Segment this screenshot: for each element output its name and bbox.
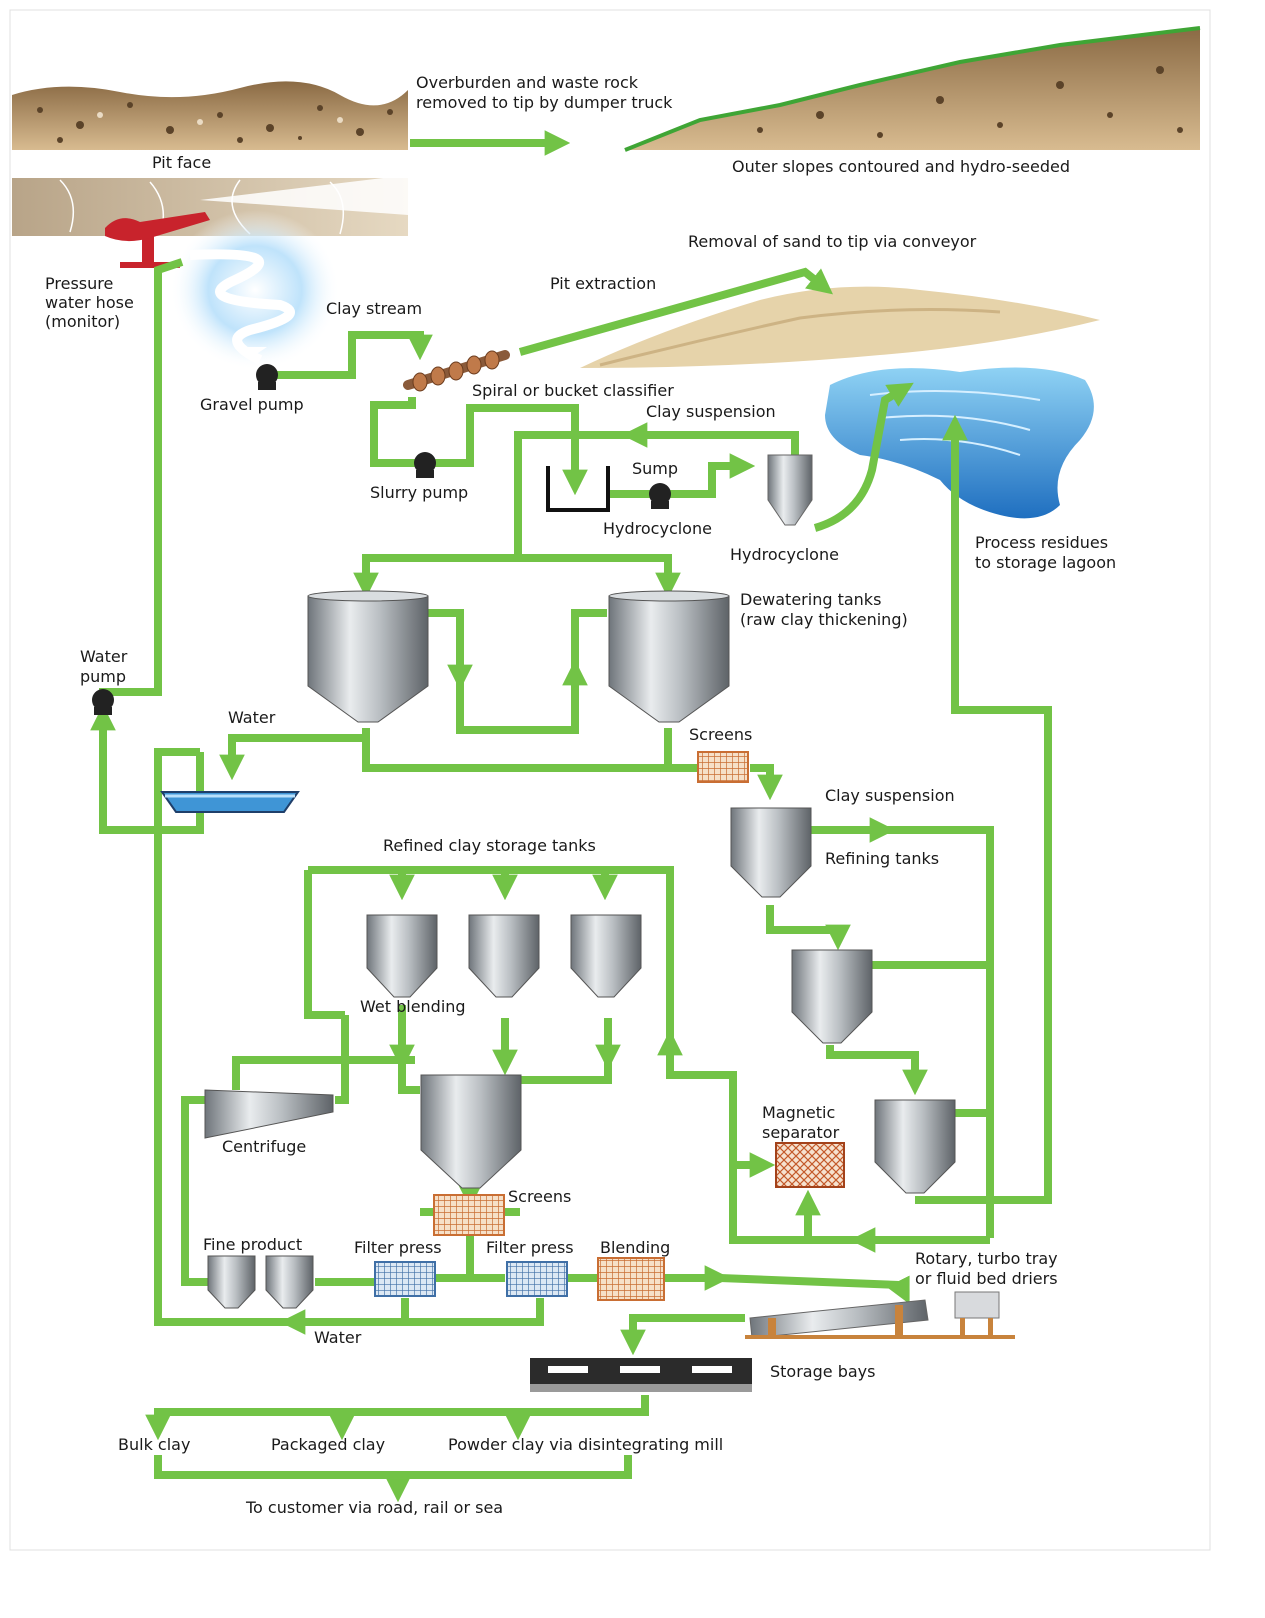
label-bulk-clay: Bulk clay <box>118 1435 190 1454</box>
label-driers-1: Rotary, turbo tray <box>915 1249 1058 1268</box>
filter-press-1-icon <box>374 1261 436 1297</box>
label-hydrocyclone-2: Hydrocyclone <box>730 545 839 564</box>
refining-tank-3 <box>874 1099 956 1194</box>
label-refined-storage: Refined clay storage tanks <box>383 836 596 855</box>
label-water-pump-1: Water <box>80 647 128 666</box>
label-refining-tanks: Refining tanks <box>825 849 939 868</box>
label-driers-2: or fluid bed driers <box>915 1269 1058 1288</box>
label-clay-suspension-top: Clay suspension <box>646 402 776 421</box>
refining-tank-1 <box>730 807 812 898</box>
label-storage-bays: Storage bays <box>770 1362 875 1381</box>
screens-top-icon <box>697 751 749 783</box>
label-dewatering-2: (raw clay thickening) <box>740 610 908 629</box>
label-filter-press-1: Filter press <box>354 1238 442 1257</box>
water-pump-icon <box>92 689 114 715</box>
label-pressure-hose-1: Pressure <box>45 274 113 293</box>
label-gravel-pump: Gravel pump <box>200 395 304 414</box>
label-pit-face: Pit face <box>152 153 211 172</box>
label-pit-extraction: Pit extraction <box>550 274 656 293</box>
dewatering-tank-right <box>608 590 730 723</box>
label-screens-top: Screens <box>689 725 752 744</box>
dewatering-tank-left <box>307 590 429 723</box>
label-overburden-2: removed to tip by dumper truck <box>416 93 673 112</box>
label-magnetic-separator-2: separator <box>762 1123 840 1142</box>
label-sump: Sump <box>632 459 678 478</box>
storage-bays-icon <box>530 1358 752 1392</box>
label-centrifuge: Centrifuge <box>222 1137 306 1156</box>
fluid-bed-drier-icon <box>954 1291 1000 1336</box>
label-clay-suspension-mid: Clay suspension <box>825 786 955 805</box>
pressure-water-monitor-icon <box>105 212 210 268</box>
label-filter-press-2: Filter press <box>486 1238 574 1257</box>
labels: Overburden and waste rock removed to tip… <box>45 73 1116 1517</box>
blending-icon <box>597 1257 665 1301</box>
label-water-pump-2: pump <box>80 667 126 686</box>
sand-pile <box>580 286 1100 368</box>
label-process-residues-1: Process residues <box>975 533 1108 552</box>
refined-storage-tank-1 <box>366 914 438 998</box>
water-trough-icon <box>160 791 300 813</box>
spiral-classifier-icon <box>403 350 510 392</box>
sump-pump-icon <box>649 483 671 509</box>
centrifuge-icon <box>204 1089 334 1139</box>
sump-icon <box>546 466 610 512</box>
label-process-residues-2: to storage lagoon <box>975 553 1116 572</box>
gravel-pump-icon <box>256 364 278 390</box>
label-water-top: Water <box>228 708 276 727</box>
refined-storage-tank-2 <box>468 914 540 998</box>
label-fine-product: Fine product <box>203 1235 302 1254</box>
refined-storage-tank-3 <box>570 914 642 998</box>
hydrocyclone-icon <box>767 454 813 526</box>
label-slurry-pump: Slurry pump <box>370 483 468 502</box>
label-outer-slopes: Outer slopes contoured and hydro-seeded <box>732 157 1070 176</box>
overburden-soil-left <box>12 81 408 150</box>
label-powder-clay: Powder clay via disintegrating mill <box>448 1435 723 1454</box>
label-water-bottom: Water <box>314 1328 362 1347</box>
wet-blending-tank <box>420 1074 522 1189</box>
magnetic-separator-icon <box>775 1142 845 1188</box>
label-dewatering-1: Dewatering tanks <box>740 590 881 609</box>
label-spiral-classifier: Spiral or bucket classifier <box>472 381 674 400</box>
slurry-pump-icon <box>414 452 436 478</box>
fine-product-tank-2 <box>265 1255 314 1309</box>
label-pressure-hose-3: (monitor) <box>45 312 120 331</box>
label-wet-blending: Wet blending <box>360 997 466 1016</box>
screens-bottom-icon <box>433 1194 505 1236</box>
water-jet-swirl <box>170 210 340 370</box>
label-packaged-clay: Packaged clay <box>271 1435 385 1454</box>
label-magnetic-separator-1: Magnetic <box>762 1103 835 1122</box>
label-clay-stream: Clay stream <box>326 299 422 318</box>
outer-slope-soil <box>624 26 1201 152</box>
filter-press-2-icon <box>506 1261 568 1297</box>
label-removal-sand: Removal of sand to tip via conveyor <box>688 232 977 251</box>
fine-product-tank-1 <box>207 1255 256 1309</box>
pit-face-rock <box>12 175 408 236</box>
label-screens-bottom: Screens <box>508 1187 571 1206</box>
label-overburden-1: Overburden and waste rock <box>416 73 639 92</box>
label-hydrocyclone-1: Hydrocyclone <box>603 519 712 538</box>
label-blending: Blending <box>600 1238 670 1257</box>
label-to-customer: To customer via road, rail or sea <box>245 1498 503 1517</box>
refining-tank-2 <box>791 949 873 1044</box>
label-pressure-hose-2: water hose <box>45 293 134 312</box>
rotary-drier-icon <box>745 1299 1015 1339</box>
